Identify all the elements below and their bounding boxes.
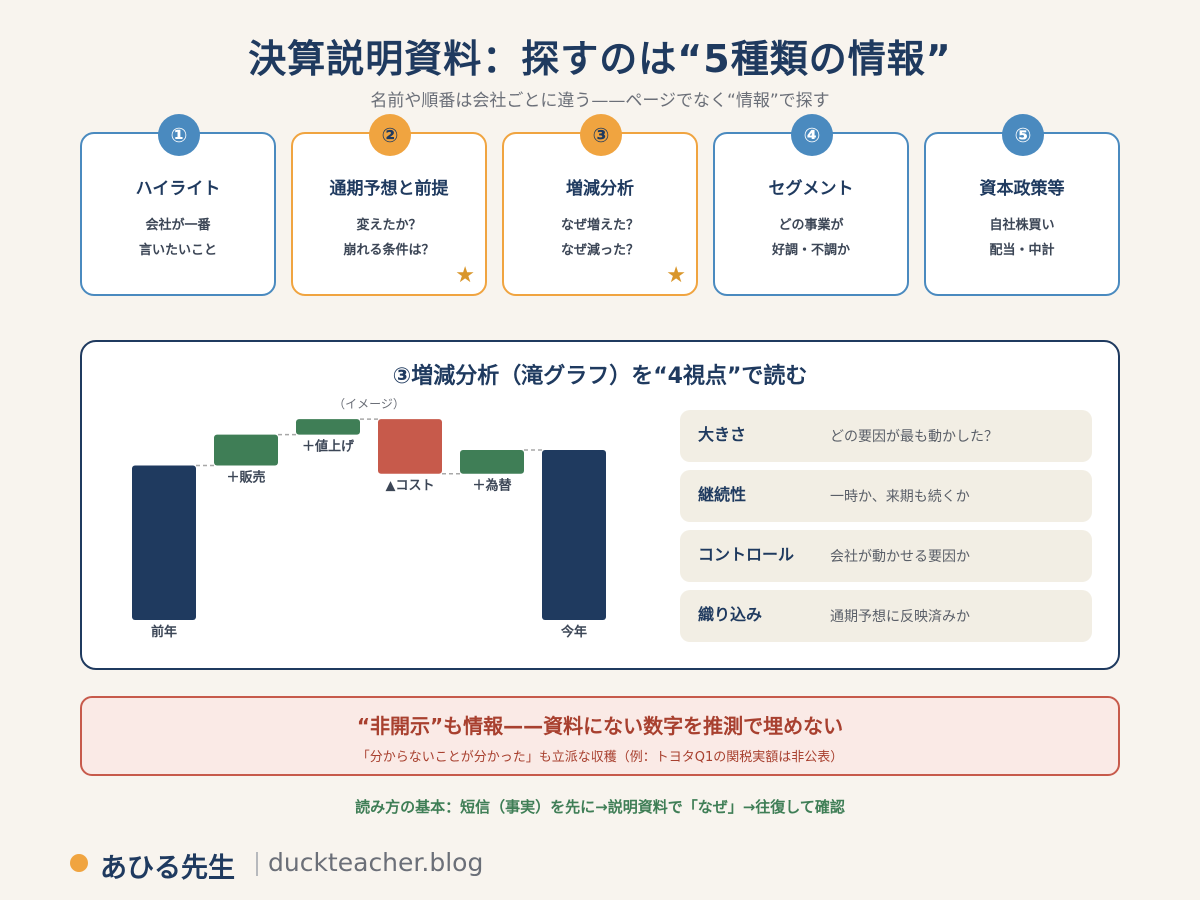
card-line: 崩れる条件は？	[343, 243, 435, 258]
waterfall-category-label: ＋販売	[226, 470, 265, 486]
warning-title: “非開示”も情報——資料にない数字を推測で埋めない	[356, 714, 844, 738]
waterfall-category-label: ＋為替	[472, 478, 512, 494]
page-title: 決算説明資料：探すのは“5種類の情報”	[248, 37, 952, 81]
card-number-badge: ①	[158, 114, 200, 156]
image-note: （イメージ）	[333, 397, 405, 411]
card-number-badge: ②	[369, 114, 411, 156]
viewpoint-desc: 通期予想に反映済みか	[830, 609, 970, 625]
star-icon: ★	[666, 263, 686, 288]
waterfall-category-label: ＋値上げ	[302, 439, 355, 455]
viewpoint-label: 大きさ	[698, 425, 747, 444]
card-line: 会社が一番	[145, 218, 211, 233]
viewpoint-label: コントロール	[698, 545, 795, 564]
page-subtitle: 名前や順番は会社ごとに違う——ページでなく“情報”で探す	[370, 91, 830, 111]
card-line: なぜ増えた？	[560, 218, 639, 233]
info-cards: ① ハイライト 会社が一番 言いたいこと ② 通期予想と前提 変えたか？ 崩れる…	[80, 114, 1120, 298]
viewpoint-desc: 会社が動かせる要因か	[830, 549, 970, 565]
panel-title: ③増減分析（滝グラフ）を“4視点”で読む	[392, 364, 808, 389]
warning-sub: 「分からないことが分かった」も立派な収穫（例：トヨタQ1の関税実額は非公表）	[356, 750, 844, 765]
card-line: なぜ減った？	[560, 243, 639, 258]
star-icon: ★	[455, 263, 475, 288]
card-forecast: ② 通期予想と前提 変えたか？ 崩れる条件は？ ★	[291, 114, 487, 296]
card-number-badge: ④	[791, 114, 833, 156]
brand-name: あひる先生	[100, 853, 235, 884]
waterfall-bar	[132, 465, 196, 620]
card-line: 変えたか？	[356, 218, 422, 233]
card-line: 言いたいこと	[138, 243, 217, 258]
reading-basics: 読み方の基本：短信（事実）を先に→説明資料で「なぜ」→往復して確認	[355, 798, 845, 816]
waterfall-bar	[460, 450, 524, 474]
site-url: duckteacher.blog	[268, 848, 484, 877]
footer-divider	[256, 852, 258, 876]
waterfall-bar	[296, 419, 360, 435]
waterfall-bar	[214, 434, 278, 466]
card-title: 通期予想と前提	[329, 179, 449, 199]
card-segment: ④ セグメント どの事業が 好調・不調か	[713, 114, 909, 296]
waterfall-bar	[542, 450, 606, 620]
waterfall-panel: ③増減分析（滝グラフ）を“4視点”で読む （イメージ） 前年 ＋販売 ＋値上げ ▲コス…	[80, 340, 1120, 670]
card-line: 好調・不調か	[771, 243, 850, 258]
card-line: 自社株買い	[989, 218, 1055, 233]
card-number-badge: ③	[580, 114, 622, 156]
non-disclosure-warning: “非開示”も情報——資料にない数字を推測で埋めない 「分からないことが分かった」…	[80, 696, 1120, 776]
waterfall-category-label: ▲コスト	[386, 479, 435, 494]
waterfall-category-label: 今年	[560, 624, 587, 640]
viewpoint-desc: どの要因が最も動かした？	[830, 429, 998, 445]
viewpoint-item: 継続性 一時か、来期も続くか	[680, 470, 1092, 522]
card-title: 資本政策等	[979, 179, 1065, 199]
card-capital-policy: ⑤ 資本政策等 自社株買い 配当・中計	[924, 114, 1120, 296]
waterfall-category-label: 前年	[151, 624, 177, 640]
brand-dot-icon	[70, 854, 88, 872]
viewpoint-item: 織り込み 通期予想に反映済みか	[680, 590, 1092, 642]
viewpoint-label: 継続性	[698, 485, 747, 504]
card-line: 配当・中計	[989, 243, 1055, 258]
viewpoint-item: 大きさ どの要因が最も動かした？	[680, 410, 1092, 462]
viewpoint-label: 織り込み	[698, 605, 763, 624]
waterfall-bar	[378, 419, 442, 474]
card-title: 増減分析	[566, 179, 634, 199]
viewpoint-desc: 一時か、来期も続くか	[830, 489, 970, 505]
card-title: ハイライト	[135, 179, 221, 199]
card-variance-analysis: ③ 増減分析 なぜ増えた？ なぜ減った？ ★	[502, 114, 698, 296]
viewpoint-item: コントロール 会社が動かせる要因か	[680, 530, 1092, 582]
card-title: セグメント	[768, 179, 854, 199]
card-line: どの事業が	[778, 218, 844, 233]
card-number-badge: ⑤	[1002, 114, 1044, 156]
card-highlight: ① ハイライト 会社が一番 言いたいこと	[80, 114, 276, 296]
